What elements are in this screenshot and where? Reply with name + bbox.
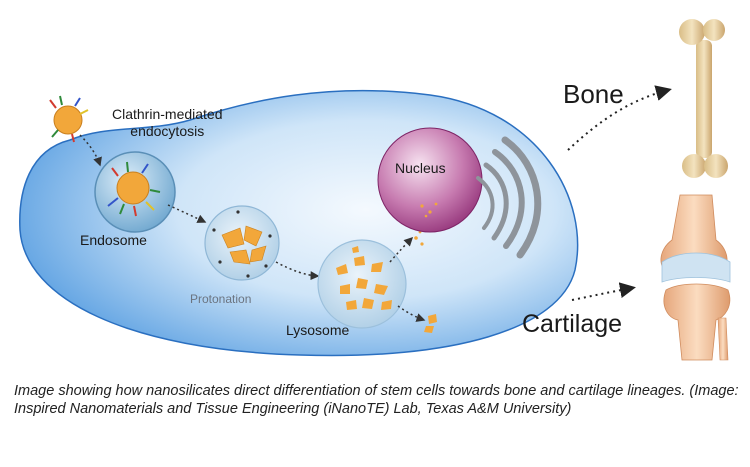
lysosome	[317, 239, 407, 329]
cartilage-illustration	[660, 194, 731, 361]
figure-caption: Image showing how nanosilicates direct d…	[14, 383, 739, 417]
clathrin-label-line1: Clathrin-mediated	[112, 106, 223, 122]
nucleus	[377, 127, 483, 233]
protonation-label: Protonation	[190, 292, 252, 306]
endosome-label: Endosome	[80, 232, 147, 248]
cartilage-label: Cartilage	[522, 310, 623, 338]
clathrin-label: Clathrin-mediated endocytosis	[112, 106, 223, 140]
bone-illustration	[679, 19, 728, 178]
diagram-svg	[19, 19, 731, 361]
arrow-to-cartilage	[571, 282, 636, 301]
protonation-vesicle	[204, 205, 280, 281]
golgi-apparatus	[476, 136, 542, 259]
lysosome-label: Lysosome	[286, 322, 350, 338]
cell-membrane	[19, 89, 579, 357]
nucleus-label: Nucleus	[395, 160, 446, 176]
endosome	[94, 151, 176, 233]
incoming-nanoparticle	[49, 95, 89, 143]
clathrin-label-line2: endocytosis	[130, 123, 205, 139]
diagram-stage: Clathrin-mediated endocytosis Endosome P…	[19, 19, 731, 361]
bone-label: Bone	[563, 79, 624, 109]
arrow-to-bone	[567, 85, 672, 151]
